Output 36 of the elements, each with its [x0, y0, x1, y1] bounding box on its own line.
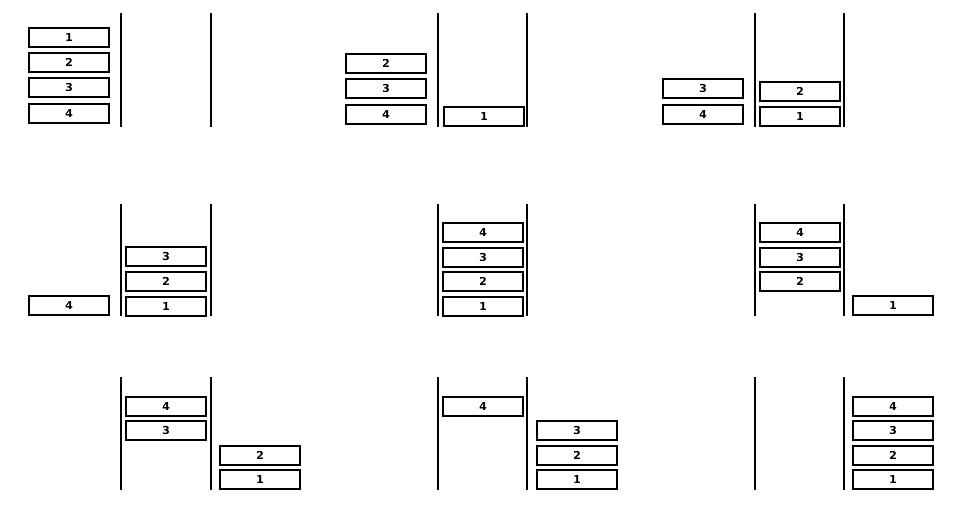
stack-item-box: 4	[442, 222, 524, 243]
stack-item-box: 4	[662, 104, 744, 125]
stack-item-box: 2	[345, 53, 427, 74]
stack-item-box: 1	[536, 469, 618, 490]
stack-item-box: 1	[759, 106, 841, 127]
stack-item-box: 3	[125, 420, 207, 441]
stack-item-box: 3	[536, 420, 618, 441]
stack-item-box: 3	[345, 78, 427, 99]
stack-item-box: 3	[852, 420, 934, 441]
stack-item-box: 1	[852, 295, 934, 316]
stack-item-box: 4	[125, 396, 207, 417]
stack-item-box: 1	[28, 27, 110, 48]
stack-item-box: 1	[443, 106, 525, 127]
stack-item-box: 4	[345, 104, 427, 125]
stack-item-box: 3	[28, 77, 110, 98]
stack-item-box: 4	[759, 222, 841, 243]
stack-item-box: 1	[852, 469, 934, 490]
stack-item-box: 4	[442, 396, 524, 417]
stack-item-box: 1	[125, 296, 207, 317]
stack-item-box: 2	[442, 271, 524, 292]
stack-item-box: 1	[442, 296, 524, 317]
stack-item-box: 1	[219, 469, 301, 490]
stack-item-box: 4	[852, 396, 934, 417]
stack-item-box: 2	[219, 445, 301, 466]
stack-item-box: 3	[125, 246, 207, 267]
stack-item-box: 3	[442, 247, 524, 268]
stack-item-box: 2	[852, 445, 934, 466]
stack-item-box: 2	[759, 271, 841, 292]
stack-item-box: 3	[759, 247, 841, 268]
stack-item-box: 2	[759, 81, 841, 102]
stack-item-box: 4	[28, 295, 110, 316]
stack-item-box: 3	[662, 78, 744, 99]
stack-item-box: 2	[536, 445, 618, 466]
stack-item-box: 2	[28, 52, 110, 73]
stack-item-box: 4	[28, 103, 110, 124]
stack-item-box: 2	[125, 271, 207, 292]
